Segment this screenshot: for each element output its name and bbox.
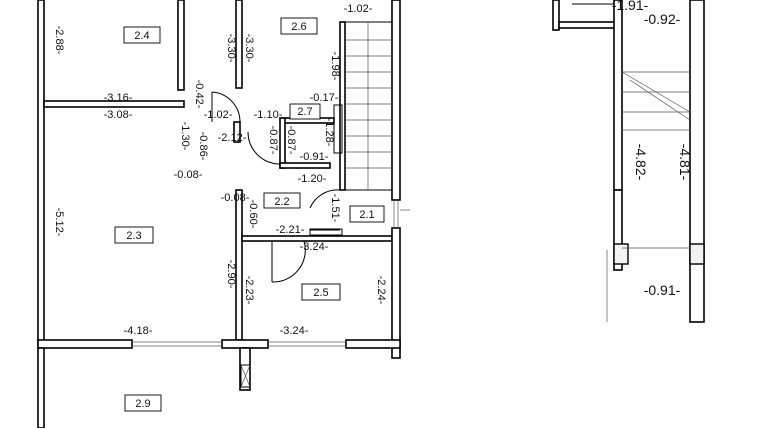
room-2-9-label: 2.9 — [135, 398, 150, 410]
room-2-5: 2.5 — [301, 283, 341, 301]
room-2-4: 2.4 — [123, 26, 161, 44]
room-2-3: 2.3 — [114, 226, 154, 244]
wall-right — [391, 0, 401, 201]
dim-0-92: -0.92- — [644, 11, 681, 27]
dim-0-87-a: -0.87- — [267, 126, 279, 155]
right-wall-a — [552, 0, 560, 31]
dim-1-98: -1.98- — [329, 52, 341, 81]
dim-2-88: -2.88- — [53, 26, 65, 55]
dim-0-91-mid: -0.91- — [300, 151, 329, 163]
dimension-labels: -2.88- -3.30- -3.30- -1.02- -1.98- -3.16… — [53, 0, 693, 337]
stairs — [333, 21, 393, 191]
dim-0-60: -0.60- — [247, 200, 259, 229]
wall-2-7-bottom — [279, 162, 331, 169]
wall-bottom-right — [345, 339, 401, 349]
wall-stub — [233, 121, 241, 143]
dim-3-30-b: -3.30- — [243, 34, 255, 63]
room-2-6-label: 2.6 — [291, 21, 306, 33]
right-wall-e — [689, 0, 705, 261]
wall-2-4-right — [177, 0, 185, 91]
dim-4-18: -4.18- — [124, 325, 153, 337]
column — [240, 364, 251, 388]
dim-3-16: -3.16- — [104, 92, 133, 104]
wall-2-7-left — [279, 117, 286, 169]
right-wall-d — [613, 189, 623, 271]
room-2-3-label: 2.3 — [126, 230, 141, 242]
dim-1-51: -1.51- — [329, 194, 341, 223]
walls — [37, 0, 401, 428]
dim-5-12: -5.12- — [53, 208, 65, 237]
right-pillar-a — [613, 243, 629, 265]
dim-3-24-b: -3.24- — [280, 325, 309, 337]
dim-1-30: -1.30- — [179, 122, 191, 151]
wall-2-6-left — [235, 0, 243, 89]
dim-1-28: -1.28- — [323, 118, 335, 147]
door-swings — [211, 91, 343, 283]
right-wall-b — [558, 21, 622, 29]
wall-lower-left — [37, 347, 45, 428]
dim-0-91-right: -0.91- — [644, 282, 681, 298]
right-plan — [552, 0, 705, 323]
dim-1-02-mid: -1.02- — [204, 109, 233, 121]
room-2-7: 2.7 — [289, 103, 321, 120]
wall-bottom-left — [37, 339, 133, 349]
wall-bottom-mid — [221, 339, 269, 349]
dim-0-17: -0.17- — [310, 92, 339, 104]
dim-4-82: -4.82- — [633, 144, 649, 181]
dim-2-23: -2.23- — [243, 276, 255, 305]
dim-1-02-top: -1.02- — [344, 3, 373, 15]
dim-1-10: -1.10- — [254, 109, 283, 121]
dim-4-81: -4.81- — [677, 144, 693, 181]
dim-1-91: -1.91- — [612, 0, 649, 13]
room-2-5-label: 2.5 — [313, 287, 328, 299]
windows — [132, 200, 410, 347]
dim-0-87-b: -0.87- — [285, 126, 297, 155]
wall-2-4-bottom — [43, 100, 185, 108]
dim-2-24: -2.24- — [375, 276, 387, 305]
right-pillar-b — [689, 243, 705, 265]
dim-3-24-a: -3.24- — [300, 241, 329, 253]
room-2-7-label: 2.7 — [297, 106, 312, 118]
room-2-1: 2.1 — [349, 205, 385, 223]
right-wall-f — [689, 259, 705, 323]
dim-1-20: -1.20- — [298, 173, 327, 185]
dim-0-86: -0.86- — [197, 132, 209, 161]
room-labels: 2.4 2.6 2.7 2.2 2.1 2.3 2.5 2.9 — [114, 17, 385, 412]
room-2-2: 2.2 — [263, 192, 301, 209]
room-2-1-label: 2.1 — [359, 209, 374, 221]
dim-3-30-a: -3.30- — [225, 34, 237, 63]
dim-2-21: -2.21- — [276, 224, 305, 236]
dim-0-42: -0.42- — [193, 80, 205, 109]
dim-3-08: -3.08- — [104, 109, 133, 121]
room-2-2-label: 2.2 — [274, 196, 289, 208]
dim-2-90: -2.90- — [225, 260, 237, 289]
wall-right-lower — [391, 227, 401, 359]
right-wall-c — [613, 0, 623, 191]
room-2-4-label: 2.4 — [134, 30, 149, 42]
dim-2-12: -2.12- — [218, 132, 247, 144]
dim-0-08-a: -0.08- — [174, 169, 203, 181]
dim-0-08-b: -0.08- — [221, 192, 250, 204]
wall-left — [37, 0, 45, 346]
room-2-6: 2.6 — [280, 17, 318, 35]
room-2-9: 2.9 — [124, 394, 162, 412]
